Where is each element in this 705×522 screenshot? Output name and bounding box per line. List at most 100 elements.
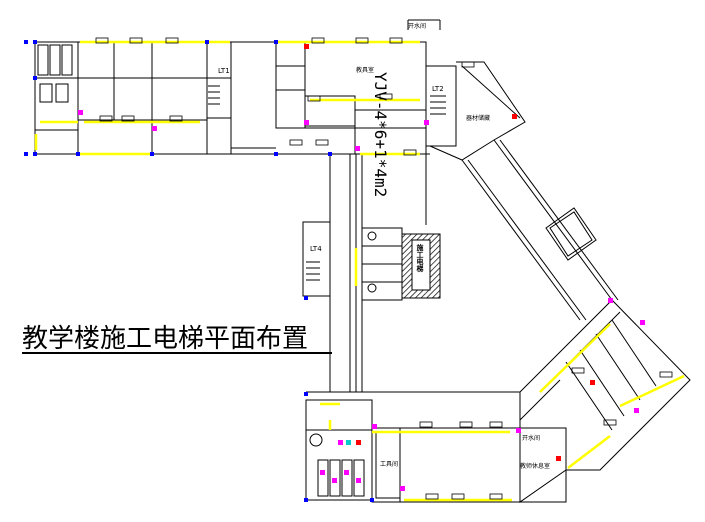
door-tag [121, 115, 135, 122]
door-tag [459, 421, 473, 428]
door-tag [289, 139, 303, 146]
machine-circle [367, 231, 377, 241]
column [205, 40, 209, 44]
marker [640, 320, 645, 325]
door-tag [315, 139, 329, 146]
wall [579, 349, 625, 417]
column [33, 40, 37, 44]
column [304, 392, 308, 396]
marker [424, 120, 429, 125]
label-room-3: 器材储藏 [466, 115, 491, 122]
walls [34, 19, 691, 503]
marker [304, 120, 309, 125]
wall-angled-room [429, 61, 526, 161]
wall-block-bottom-left [305, 399, 373, 501]
door-tag [307, 95, 321, 102]
door-tag [165, 37, 179, 44]
door-tag [355, 37, 369, 44]
stair-lt2 [425, 65, 457, 147]
marker [338, 440, 343, 445]
marker [78, 110, 83, 115]
column [328, 152, 332, 156]
stall [353, 459, 365, 497]
beams [34, 40, 685, 502]
column [24, 40, 28, 44]
bridge-box [545, 207, 597, 261]
label-lt4: LT4 [310, 245, 322, 253]
door-tag [389, 37, 403, 44]
marker [608, 298, 613, 303]
door-tag [129, 37, 143, 44]
bridge-box-inner [549, 211, 593, 257]
wall-diagonal [461, 159, 581, 321]
stall [55, 83, 69, 103]
marker [634, 408, 639, 413]
marker [516, 428, 521, 433]
column [370, 498, 374, 502]
door-tag [99, 115, 113, 122]
marker [356, 440, 361, 445]
wall [519, 379, 561, 421]
door-tag [95, 37, 109, 44]
label-room-6: 工具间 [380, 461, 399, 468]
beam [619, 374, 685, 408]
wall [461, 65, 521, 119]
stair-lt1 [206, 77, 232, 119]
wall-diagonal [499, 139, 619, 301]
stall [61, 44, 73, 76]
column [304, 296, 308, 300]
door-tag [489, 493, 503, 500]
stall [49, 44, 61, 76]
marker [512, 114, 517, 119]
column [33, 76, 37, 80]
stall [317, 459, 329, 497]
beam [539, 323, 611, 393]
door-tag [311, 37, 325, 44]
markers [78, 44, 645, 491]
door-tag [659, 371, 673, 378]
column [274, 40, 278, 44]
beam [567, 435, 611, 469]
door-tag [403, 149, 417, 156]
stall [341, 459, 353, 497]
door-tag [419, 421, 433, 428]
column [24, 152, 28, 156]
label-room-4: 开水间 [522, 435, 541, 442]
column [33, 152, 37, 156]
wall [595, 333, 641, 401]
stall [37, 44, 49, 76]
wall [611, 319, 657, 387]
marker [400, 486, 405, 491]
stall [329, 459, 341, 497]
door-tag [425, 493, 439, 500]
door-tag [489, 421, 503, 428]
stair-lt4 [302, 221, 331, 297]
marker [332, 478, 337, 483]
round-fixture [309, 433, 323, 447]
wall-block-top-left [34, 41, 232, 155]
stall [39, 83, 53, 103]
door-tag [603, 419, 617, 426]
door-tag [461, 61, 475, 68]
label-elevator: 施工电梯 [416, 244, 424, 272]
wall-diagonal [467, 159, 587, 321]
wall [519, 427, 567, 503]
marker [556, 456, 561, 461]
door-tags [95, 37, 673, 500]
marker [372, 424, 377, 429]
machine-circle [367, 283, 377, 293]
column [304, 498, 308, 502]
marker [356, 478, 361, 483]
wall-block-top-middle [275, 41, 427, 129]
door-tag [571, 367, 585, 374]
drawing-title: 教学楼施工电梯平面布置 [22, 324, 309, 354]
wall-diagonal [493, 139, 613, 301]
column [76, 152, 80, 156]
door-tag [169, 115, 183, 122]
column [274, 152, 278, 156]
label-room-5: 教师休息室 [520, 463, 551, 470]
marker [304, 44, 309, 49]
title-underline [22, 352, 332, 354]
label-lt2: LT2 [432, 85, 444, 93]
